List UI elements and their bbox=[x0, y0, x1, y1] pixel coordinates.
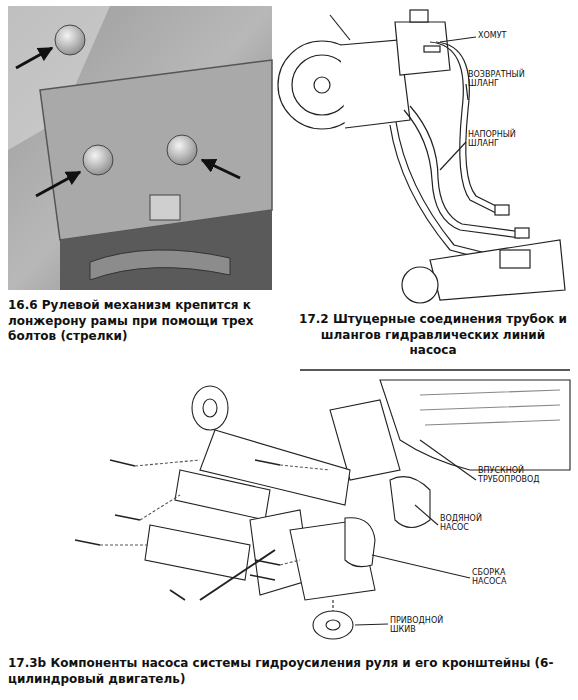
part-label: СБОРКА НАСОСА bbox=[472, 568, 534, 586]
part-label: ВПУСКНОЙ ТРУБОПРОВОД bbox=[478, 466, 568, 484]
part-label: ВОДЯНОЙ НАСОС bbox=[440, 514, 500, 532]
photo-steering-gear bbox=[8, 6, 272, 290]
part-label: ПРИВОДНОЙ ШКИВ bbox=[390, 616, 452, 634]
divider-rule bbox=[300, 369, 570, 371]
figure-caption: 16.6 Рулевой механизм крепится к лонжеро… bbox=[8, 298, 286, 345]
part-label: ВОЗВРАТНЫЙ ШЛАНГ bbox=[468, 70, 532, 88]
figure-caption: 17.2 Штуцерные соединения трубок и шланг… bbox=[296, 312, 570, 359]
figure-caption: 17.3b Компоненты насоса системы гидроуси… bbox=[8, 656, 572, 687]
drawing-pump-lines bbox=[278, 10, 565, 303]
part-label: ХОМУТ bbox=[478, 31, 538, 40]
drawing-pump-brackets bbox=[75, 380, 570, 639]
part-label: НАПОРНЫЙ ШЛАНГ bbox=[468, 130, 528, 148]
